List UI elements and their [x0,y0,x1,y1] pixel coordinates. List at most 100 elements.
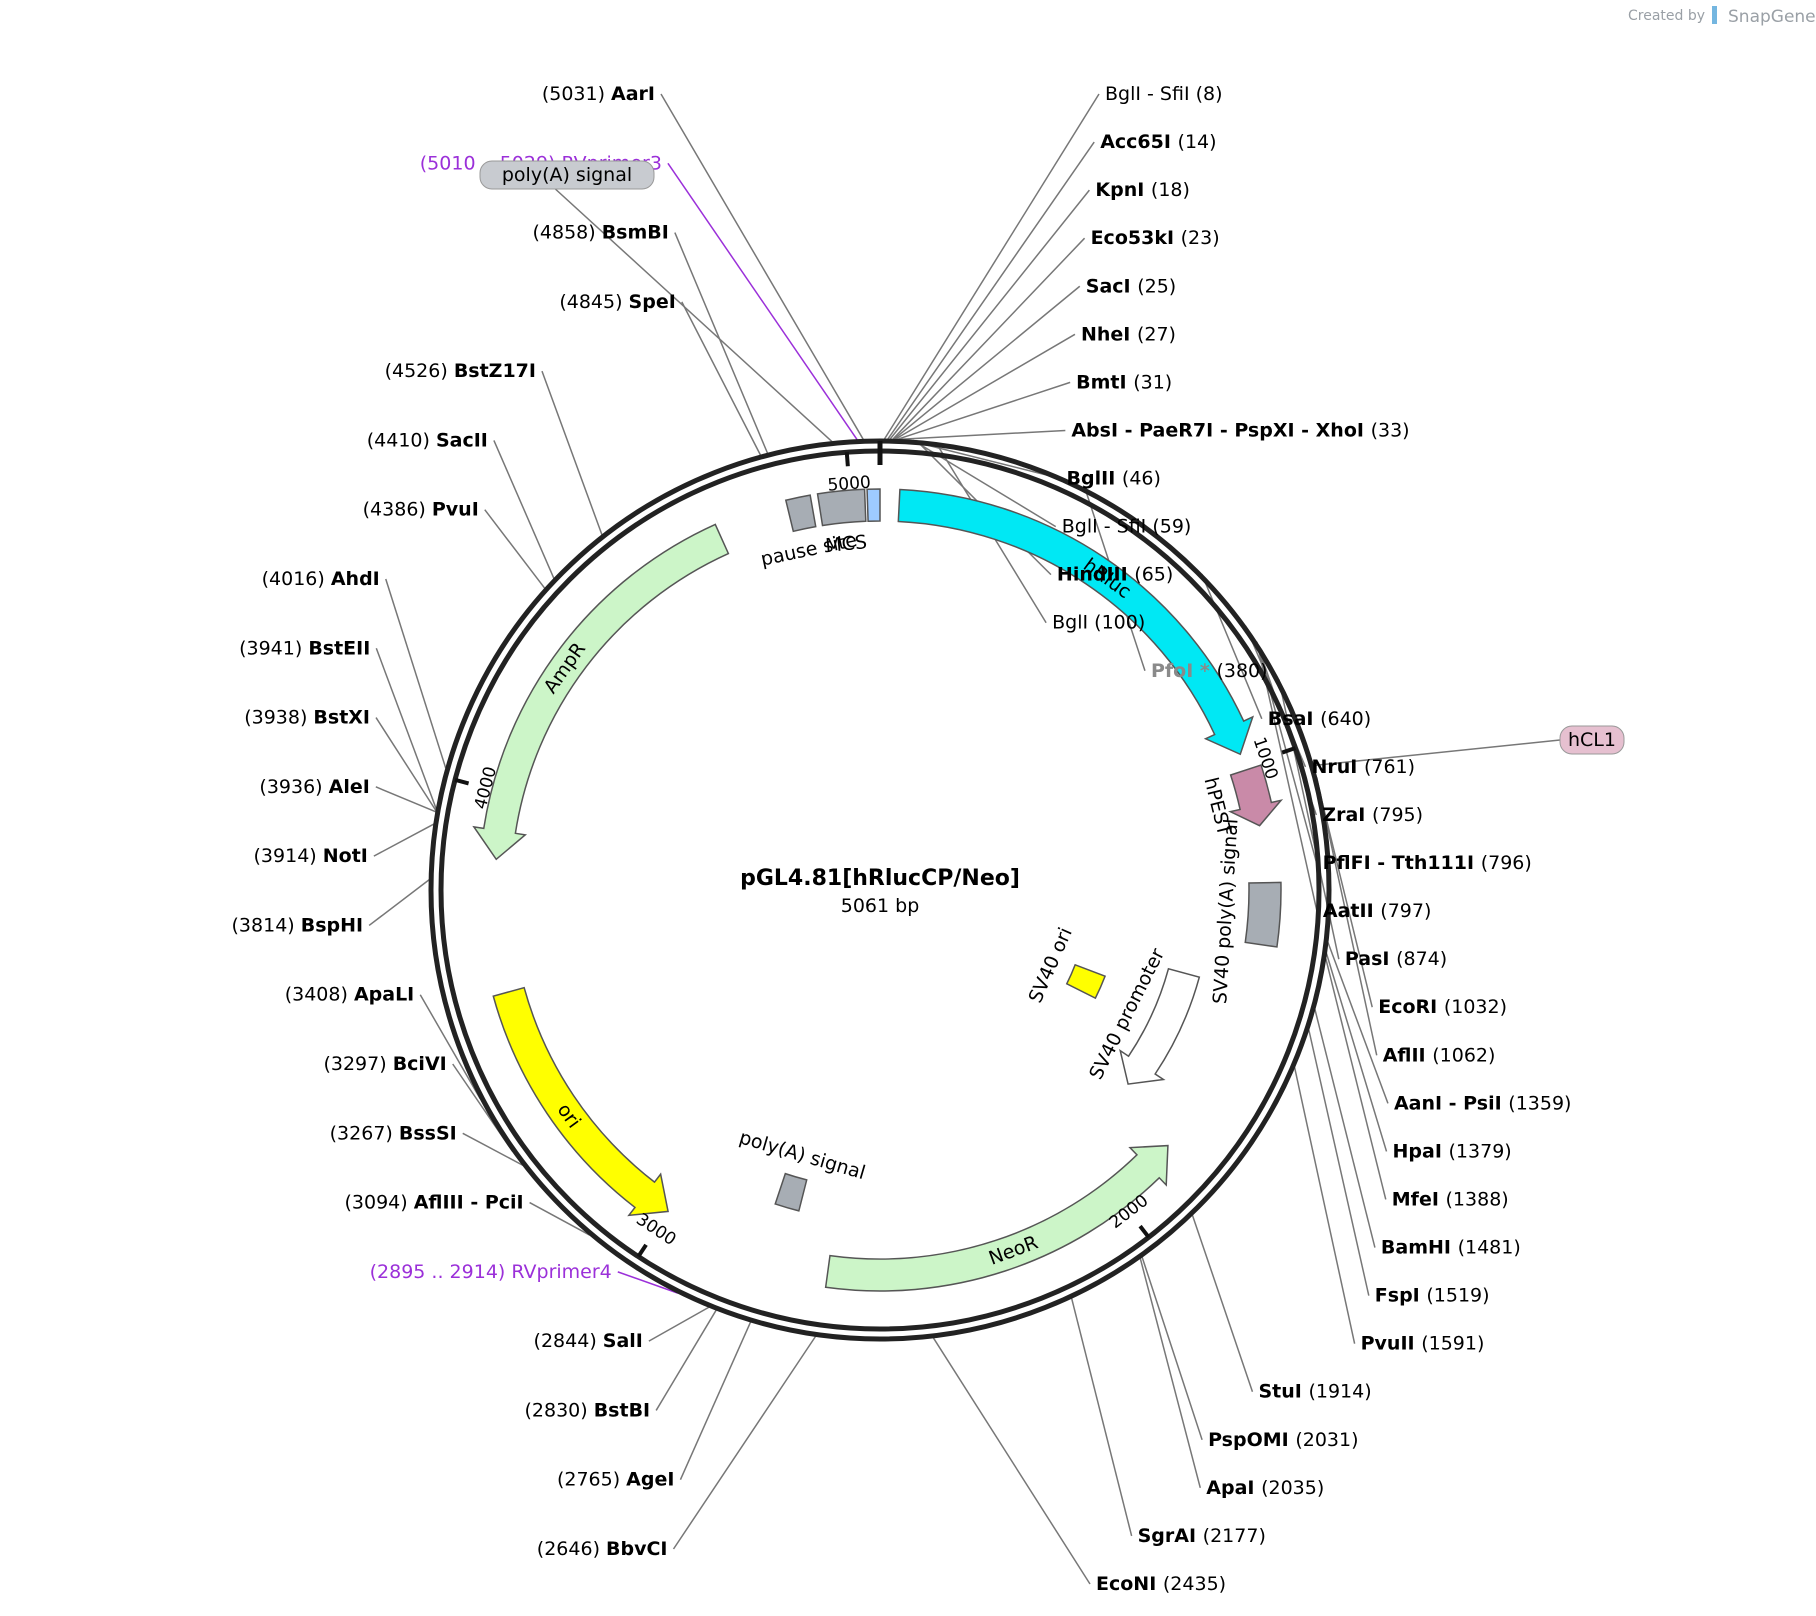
feature-mcs[interactable] [816,488,867,527]
site-bsmbi[interactable]: (4858) BsmBI [532,222,668,244]
site-rvprimer4[interactable]: (2895 .. 2914) RVprimer4 [370,1261,612,1283]
site-bsphi[interactable]: (3814) BspHI [232,914,364,936]
site-leader-bstz17i [541,370,603,536]
plasmid-name: pGL4.81[hRlucCP/Neo] [740,866,1020,891]
site-hindiii[interactable]: HindIII (65) [1057,564,1173,586]
site-aani[interactable]: AanI - PsiI (1359) [1394,1092,1572,1114]
site-saci[interactable]: SacI (25) [1086,275,1176,297]
site-text: BspHI [301,914,363,936]
site-zrai[interactable]: ZraI (795) [1322,804,1423,826]
site-aatii[interactable]: AatII (797) [1323,900,1431,922]
site-leader-bsphi [368,879,430,927]
site-pasi[interactable]: PasI (874) [1345,948,1447,970]
callout-poly-a-signal[interactable] [479,160,655,190]
feature-hrluc[interactable] [897,488,1255,756]
site-text: - XhoI [1295,419,1371,441]
site-text: SacII [436,429,488,451]
site-spei[interactable]: (4845) SpeI [559,291,675,313]
site-text: (3941) [239,637,308,659]
site-kpni[interactable]: KpnI (18) [1095,179,1190,201]
site-bstz17i[interactable]: (4526) BstZ17I [385,360,536,382]
site-noti[interactable]: (3914) NotI [254,845,368,867]
feature-pause-site[interactable] [784,494,817,533]
site-bgli[interactable]: BglI (100) [1052,612,1145,634]
site-bgli[interactable]: BglI - SfiI (8) [1105,83,1223,105]
site-sali[interactable]: (2844) SalI [534,1330,643,1352]
callout-label: hCL1 [1568,729,1616,751]
site-text: (2765) [557,1469,626,1491]
site-agei[interactable]: (2765) AgeI [557,1469,674,1491]
feature-label-mcs: MCS [824,531,868,557]
site-ecori[interactable]: EcoRI (1032) [1378,996,1507,1018]
site-bsssi[interactable]: (3267) BssSI [330,1122,457,1144]
site-text: (1032) [1444,996,1507,1018]
site-pvuii[interactable]: PvuII (1591) [1361,1333,1485,1355]
site-leader-sacii [493,440,555,579]
site-stui[interactable]: StuI (1914) [1258,1381,1371,1403]
site-sacii[interactable]: (4410) SacII [367,429,488,451]
callout-leader [1313,739,1561,767]
feature-poly-a-signal[interactable] [774,1172,808,1212]
site-econi[interactable]: EcoNI (2435) [1096,1573,1226,1595]
feature-sv40-promoter[interactable] [1119,967,1201,1085]
site-leader-afliii [529,1201,590,1236]
site-leader-agei [679,1321,752,1481]
site-apai[interactable]: ApaI (2035) [1206,1477,1324,1499]
feature-sv40-poly-a-signal[interactable] [1244,881,1282,948]
site-mfei[interactable]: MfeI (1388) [1392,1188,1509,1210]
site-pvui[interactable]: (4386) PvuI [363,499,479,521]
site-leader-bstxi [375,717,437,812]
site-absi[interactable]: AbsI - PaeR7I - PspXI - XhoI (33) [1071,419,1409,441]
site-acc65i[interactable]: Acc65I (14) [1100,131,1216,153]
site-sgrai[interactable]: SgrAI (2177) [1138,1525,1266,1547]
feature-sv40-ori[interactable] [1065,963,1107,1000]
feature-mcs-box[interactable] [866,488,881,522]
site-leader-lines [368,93,1561,1585]
site-text: (100) [1094,612,1145,634]
site-aflii[interactable]: AflII (1062) [1383,1044,1496,1066]
site-text: (27) [1137,323,1176,345]
site-ahdi[interactable]: (4016) AhdI [262,568,380,590]
site-bstxi[interactable]: (3938) BstXI [244,707,370,729]
feature-ampr[interactable] [472,523,730,861]
site-text: - PsiI [1442,1092,1508,1114]
site-leader-aflii [1315,777,1378,1056]
site-eco53ki[interactable]: Eco53kI (23) [1091,227,1220,249]
site-text: BamHI [1381,1237,1458,1259]
snapgene-logo-icon [1712,6,1717,24]
site-bglii[interactable]: BglII (46) [1067,468,1161,490]
site-text: BstXI [313,707,370,729]
site-pflfi[interactable]: PflFI - Tth111I (796) [1323,852,1532,874]
site-text: EcoRI [1378,996,1444,1018]
site-text: (1481) [1458,1237,1521,1259]
callout-leader [539,174,833,443]
site-nrui[interactable]: NruI (761) [1311,756,1415,778]
feature-ori[interactable] [492,986,669,1217]
site-pspomi[interactable]: PspOMI (2031) [1208,1429,1358,1451]
site-fspi[interactable]: FspI (1519) [1375,1285,1490,1307]
site-bgli[interactable]: BglI - SfiI (59) [1062,516,1192,538]
feature-hpest[interactable] [1228,764,1284,827]
site-bcivi[interactable]: (3297) BciVI [323,1053,446,1075]
site-leader-saci [893,285,1081,440]
site-bstbi[interactable]: (2830) BstBI [524,1399,650,1421]
site-text: AleI [329,776,370,798]
site-hpai[interactable]: HpaI (1379) [1393,1140,1512,1162]
site-leader-sgrai [1070,1298,1133,1537]
site-leader-hpai [1325,953,1388,1152]
site-afliii[interactable]: (3094) AflIII - PciI [344,1192,523,1214]
callout-hcl1[interactable] [1559,725,1625,755]
site-pfoi[interactable]: PfoI * (380) [1151,660,1268,682]
site-bamhi[interactable]: BamHI (1481) [1381,1237,1521,1259]
site-leader-aari [660,93,864,440]
site-bsteii[interactable]: (3941) BstEII [239,637,370,659]
site-apali[interactable]: (3408) ApaLI [285,984,415,1006]
site-aari[interactable]: (5031) AarI [542,83,655,105]
site-bsai[interactable]: BsaI (640) [1268,708,1371,730]
site-alei[interactable]: (3936) AleI [259,776,369,798]
feature-neor[interactable] [824,1144,1169,1292]
site-bbvci[interactable]: (2646) BbvCI [537,1538,668,1560]
site-nhei[interactable]: NheI (27) [1081,323,1176,345]
site-labels: BglI - SfiI (8) Acc65I (14) KpnI (18) Eco53… [232,83,1625,1595]
site-bmti[interactable]: BmtI (31) [1076,371,1172,393]
